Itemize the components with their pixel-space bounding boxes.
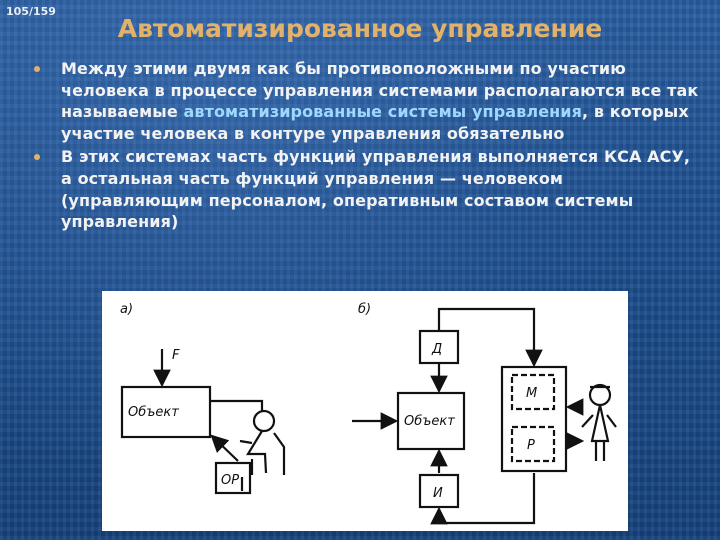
bullet-text: Между этими двумя как бы противоположным… <box>61 59 699 122</box>
bullet-text: , в которых участие человека в контуре у… <box>61 102 689 143</box>
chair-back-icon <box>273 432 286 475</box>
object-label-b: Объект <box>404 414 455 429</box>
block-p-label: Р <box>527 438 535 453</box>
panel-b-label: б) <box>358 302 371 317</box>
operator-block-a <box>214 461 252 495</box>
control-arrow-a <box>210 434 239 462</box>
bullet-item: В этих системах часть функций управления… <box>34 146 704 232</box>
loop-top-line <box>437 307 543 368</box>
control-systems-figure: а) F Объект ОР б) Д Объект И М Р <box>102 291 628 531</box>
bullet-dot-icon <box>34 66 40 72</box>
object-label-a: Объект <box>128 405 179 420</box>
bullet-dot-icon <box>34 154 40 161</box>
block-m-label: М <box>526 386 537 401</box>
control-diagram: а) F Объект ОР б) Д Объект И М Р <box>120 302 617 525</box>
slide-counter: 105/159 <box>6 5 56 18</box>
automation-block <box>500 365 568 473</box>
slide-title: Автоматизированное управление <box>0 14 720 43</box>
person-legs-icon <box>594 441 606 461</box>
block-m <box>510 373 556 411</box>
bullet-text: В этих системах часть функций управления… <box>61 147 691 232</box>
highlighted-term: автоматизированные системы управления <box>183 102 582 122</box>
operator-body-icon <box>246 430 268 474</box>
loop-bottom-line <box>430 473 536 525</box>
block-p <box>510 425 556 463</box>
person-body-icon <box>590 404 610 443</box>
feedback-line-a <box>210 399 264 412</box>
block-d-label: Д <box>431 342 442 357</box>
block-i-label: И <box>433 486 443 501</box>
bullet-item: Между этими двумя как бы противоположным… <box>34 58 704 144</box>
bullet-list: Между этими двумя как бы противоположным… <box>34 58 704 235</box>
operator-label: ОР <box>221 473 239 488</box>
panel-a-label: а) <box>120 302 133 317</box>
input-label-f: F <box>172 348 180 363</box>
slide-title-text: Автоматизированное управление <box>117 14 603 43</box>
person-arms-icon <box>581 414 617 428</box>
operator-head-icon <box>252 409 276 433</box>
operator-arm-icon <box>239 439 253 445</box>
